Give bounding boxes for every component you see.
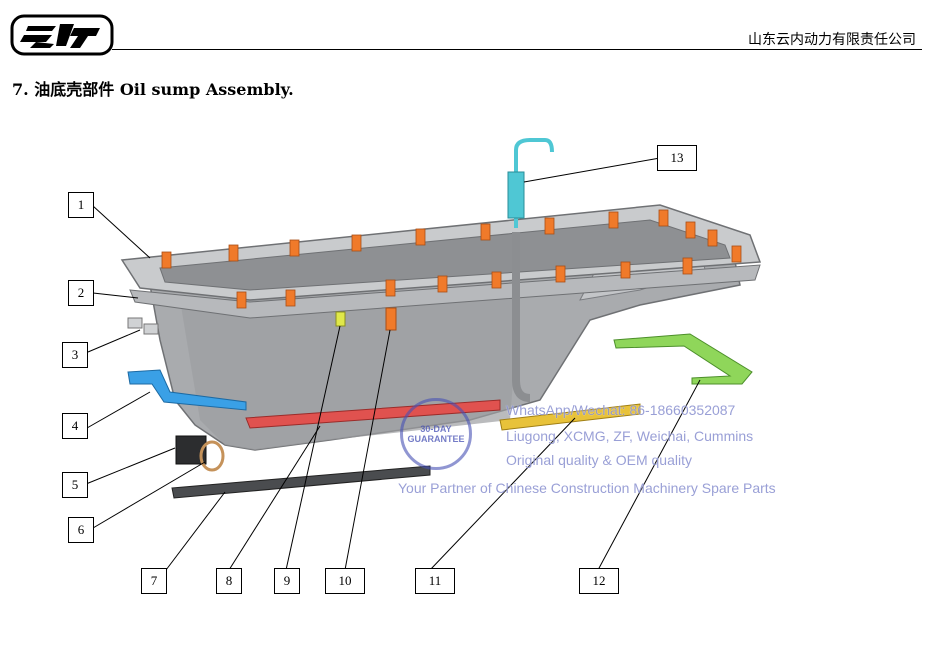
callout-2: 2: [68, 280, 94, 306]
ring-6: [199, 440, 225, 472]
badge-top-text: 30-DAY: [420, 424, 452, 434]
leader-lines: [85, 157, 701, 571]
page-title: 7. 油底壳部件 Oil sump Assembly.: [12, 80, 294, 99]
yunnei-logo-icon: [10, 14, 114, 56]
callout-10: 10: [325, 568, 365, 594]
callout-4: 4: [62, 413, 88, 439]
dipstick-grip: [507, 171, 525, 219]
studs-3: [127, 317, 159, 335]
rail-yellow: [499, 403, 641, 431]
rail-blue: [127, 369, 247, 411]
callout-3: 3: [62, 342, 88, 368]
callout-9: 9: [274, 568, 300, 594]
watermark-tagline: Your Partner of Chinese Construction Mac…: [398, 480, 776, 496]
bolt-10: [385, 307, 397, 331]
company-name: 山东云内动力有限责任公司: [748, 32, 916, 48]
watermark: 30-DAY GUARANTEE WhatsApp/Wechat: 86-186…: [398, 398, 828, 508]
watermark-brands: Liugong, XCMG, ZF, Weichai, Cummins: [506, 428, 754, 444]
callout-7: 7: [141, 568, 167, 594]
callout-5: 5: [62, 472, 88, 498]
callout-13: 13: [657, 145, 697, 171]
watermark-quality: Original quality & OEM quality: [506, 452, 692, 468]
callout-12: 12: [579, 568, 619, 594]
callout-11: 11: [415, 568, 455, 594]
callout-1: 1: [68, 192, 94, 218]
callout-6: 6: [68, 517, 94, 543]
callout-8: 8: [216, 568, 242, 594]
badge-bottom-text: GUARANTEE: [407, 434, 465, 444]
watermark-contact: WhatsApp/Wechat: 86-18660352087: [506, 402, 736, 418]
dipstick-tube: [512, 232, 531, 402]
rail-black: [171, 465, 431, 499]
plug-9: [335, 311, 346, 327]
flange-bolts: [161, 209, 742, 309]
rail-green: [613, 333, 753, 385]
header-rule: [112, 49, 922, 50]
guarantee-badge-icon: 30-DAY GUARANTEE: [400, 398, 472, 470]
gasket-opening: [159, 219, 731, 291]
dipstick-handle: [514, 138, 554, 228]
